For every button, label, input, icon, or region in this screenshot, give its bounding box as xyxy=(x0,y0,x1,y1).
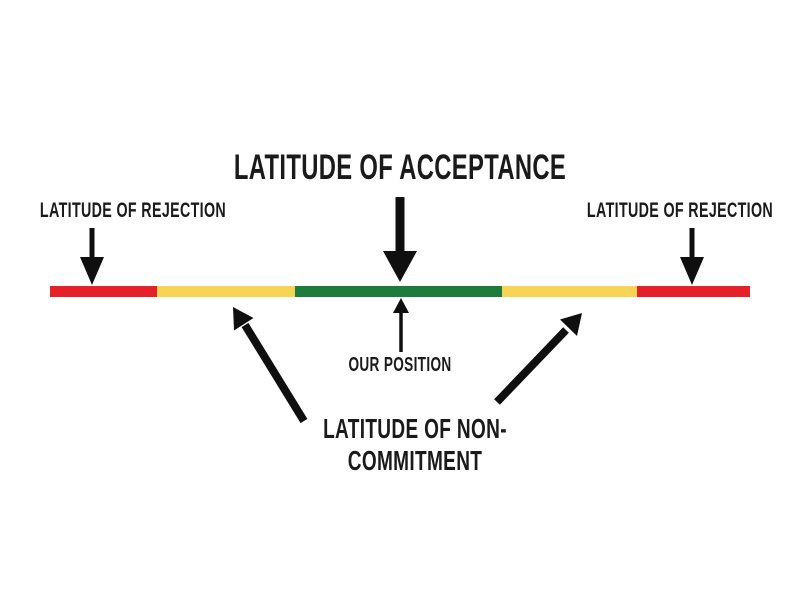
label-text: OUR POSITION xyxy=(348,354,452,376)
down-arrow-rejection-left-icon xyxy=(80,228,104,285)
title-latitude-of-acceptance: LATITUDE OF ACCEPTANCE xyxy=(156,148,645,188)
title-text: LATITUDE OF ACCEPTANCE xyxy=(233,148,567,187)
label-text: LATITUDE OF REJECTION xyxy=(39,199,227,222)
down-arrow-rejection-right-icon xyxy=(680,228,704,285)
label-latitude-of-rejection-right: LATITUDE OF REJECTION xyxy=(543,199,800,222)
bar-segment-non-commitment-left xyxy=(157,286,295,297)
bar-segment-non-commitment-right xyxy=(502,286,638,297)
diagonal-arrow-non-commitment-left-icon xyxy=(233,307,308,424)
bar-segment-rejection-right xyxy=(637,286,750,297)
bar-segment-rejection-left xyxy=(50,286,158,297)
label-our-position: OUR POSITION xyxy=(324,354,476,376)
up-arrow-our-position-icon xyxy=(393,298,409,352)
latitude-bar xyxy=(50,286,750,297)
label-latitude-of-non-commitment: LATITUDE OF NON- COMMITMENT xyxy=(280,413,550,478)
down-arrow-acceptance-icon xyxy=(383,197,417,282)
diagonal-arrow-non-commitment-right-icon xyxy=(494,313,582,405)
label-latitude-of-rejection-left: LATITUDE OF REJECTION xyxy=(0,199,270,222)
label-text: LATITUDE OF REJECTION xyxy=(586,199,774,222)
label-text: LATITUDE OF NON- COMMITMENT xyxy=(323,413,507,477)
bar-segment-acceptance xyxy=(294,286,503,297)
